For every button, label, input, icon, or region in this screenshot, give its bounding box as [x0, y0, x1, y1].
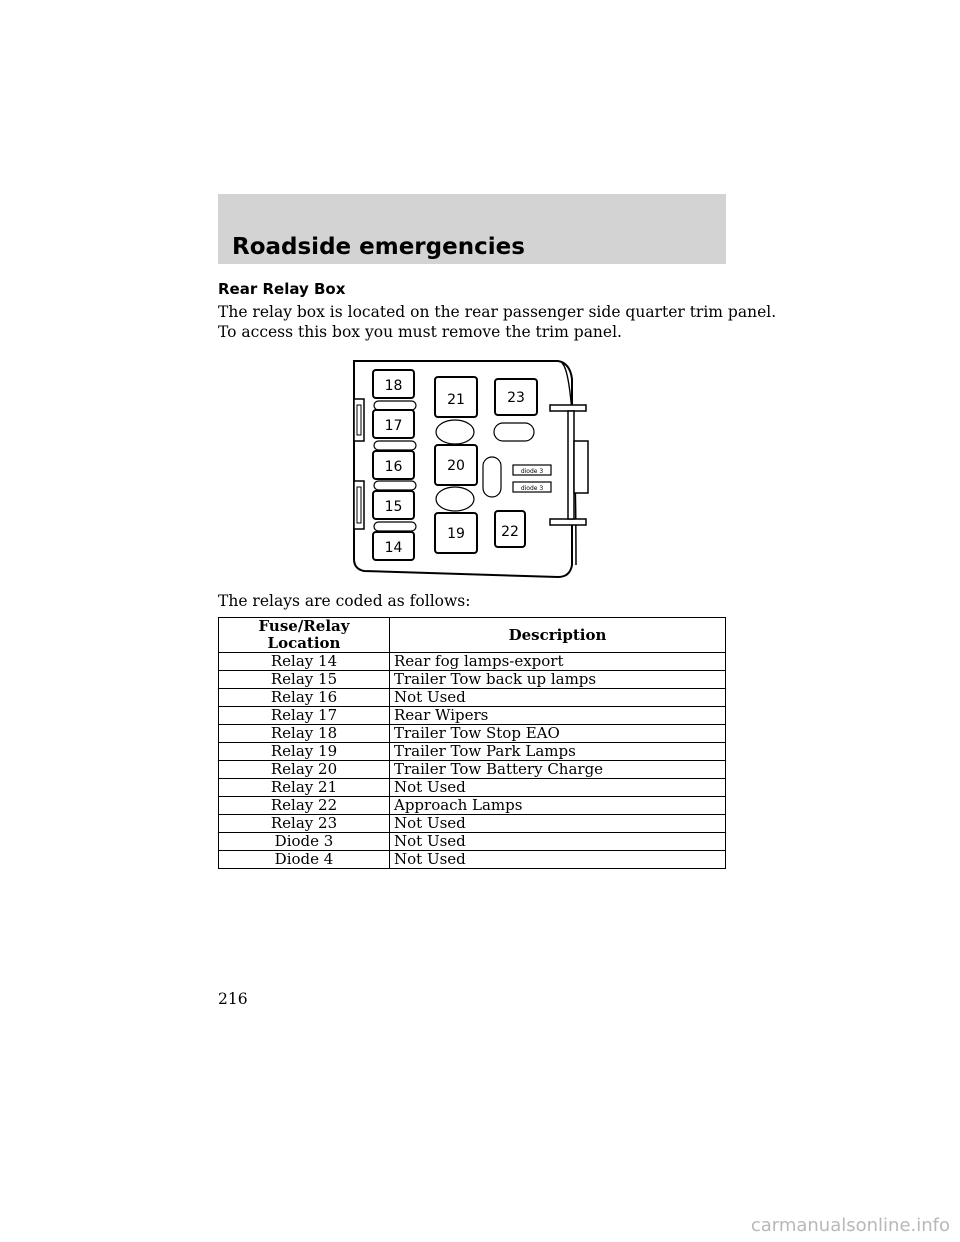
relay-slot-oval — [435, 486, 475, 512]
location-cell: Relay 17 — [218, 706, 390, 725]
relay-box-diagram: 18 17 16 15 14 21 20 19 23 diode 3 diode… — [350, 355, 610, 585]
coded-intro: The relays are coded as follows: — [218, 592, 471, 610]
section-header-band: Roadside emergencies — [218, 194, 726, 264]
description-cell: Not Used — [389, 850, 726, 869]
description-cell: Rear fog lamps-export — [389, 652, 726, 671]
location-cell: Relay 19 — [218, 742, 390, 761]
relay-box-svg: 18 17 16 15 14 21 20 19 23 diode 3 diode… — [353, 360, 589, 579]
description-cell: Trailer Tow Stop EAO — [389, 724, 726, 743]
section-heading: Rear Relay Box — [218, 280, 346, 298]
relay-label-21: 21 — [447, 392, 465, 408]
right-connector — [573, 440, 589, 494]
relay-slot-14 — [372, 531, 415, 561]
relay-slot-oval-vertical — [482, 456, 502, 498]
relay-slot-20 — [434, 444, 478, 486]
relay-slot-23 — [494, 378, 538, 416]
relay-label-22: 22 — [501, 524, 519, 540]
relay-slot-16 — [372, 450, 415, 480]
watermark: carmanualsonline.info — [750, 1215, 950, 1236]
location-cell: Relay 20 — [218, 760, 390, 779]
intro-line-1: The relay box is located on the rear pas… — [218, 303, 777, 321]
relay-slot-18 — [372, 369, 415, 399]
location-cell: Diode 3 — [218, 832, 390, 851]
description-cell: Not Used — [389, 814, 726, 833]
location-cell: Relay 16 — [218, 688, 390, 707]
relay-label-19: 19 — [447, 526, 465, 542]
description-cell: Approach Lamps — [389, 796, 726, 815]
relay-label-16: 16 — [385, 459, 403, 475]
relay-slot-15 — [372, 490, 415, 520]
location-cell: Relay 14 — [218, 652, 390, 671]
diode-label-2: diode 3 — [521, 485, 544, 492]
diode-slot-2 — [512, 481, 552, 493]
relay-label-15: 15 — [385, 499, 403, 515]
location-cell: Relay 22 — [218, 796, 390, 815]
left-clip-bottom-inner — [356, 486, 362, 524]
location-cell: Diode 4 — [218, 850, 390, 869]
separator — [373, 480, 417, 491]
relay-label-17: 17 — [385, 418, 403, 434]
separator — [373, 521, 417, 532]
relay-label-20: 20 — [447, 458, 465, 474]
relay-slot-17 — [372, 409, 415, 439]
separator — [373, 400, 417, 411]
location-cell: Relay 21 — [218, 778, 390, 797]
description-cell: Not Used — [389, 688, 726, 707]
relay-slot-oval — [435, 419, 475, 445]
left-clip-top-inner — [356, 404, 362, 436]
relay-table: Fuse/Relay Location Description Relay 14… — [218, 617, 726, 869]
table-header-row: Fuse/Relay Location Description — [218, 617, 726, 653]
description-cell: Rear Wipers — [389, 706, 726, 725]
description-cell: Trailer Tow Battery Charge — [389, 760, 726, 779]
diode-slot-1 — [512, 464, 552, 476]
relay-label-14: 14 — [385, 540, 403, 556]
location-cell: Relay 15 — [218, 670, 390, 689]
right-bracket-bottom — [549, 518, 587, 526]
intro-line-2: To access this box you must remove the t… — [218, 323, 622, 341]
relay-label-18: 18 — [385, 378, 403, 394]
relay-slot-oval — [493, 422, 535, 442]
relay-slot-22 — [494, 510, 526, 548]
description-cell: Trailer Tow Park Lamps — [389, 742, 726, 761]
relay-slot-19 — [434, 512, 478, 554]
right-rail — [567, 410, 575, 520]
page-number: 216 — [218, 990, 248, 1008]
description-cell: Not Used — [389, 778, 726, 797]
location-cell: Relay 23 — [218, 814, 390, 833]
section-header-title: Roadside emergencies — [232, 234, 525, 260]
intro-paragraph: The relay box is located on the rear pas… — [218, 302, 777, 342]
location-cell: Relay 18 — [218, 724, 390, 743]
diode-label-1: diode 3 — [521, 468, 544, 475]
column-header-description: Description — [389, 617, 726, 653]
separator — [373, 440, 417, 451]
column-header-location: Fuse/Relay Location — [218, 617, 390, 653]
relay-slot-21 — [434, 376, 478, 418]
description-cell: Not Used — [389, 832, 726, 851]
relay-label-23: 23 — [507, 390, 525, 406]
right-bracket-top — [549, 404, 587, 412]
description-cell: Trailer Tow back up lamps — [389, 670, 726, 689]
